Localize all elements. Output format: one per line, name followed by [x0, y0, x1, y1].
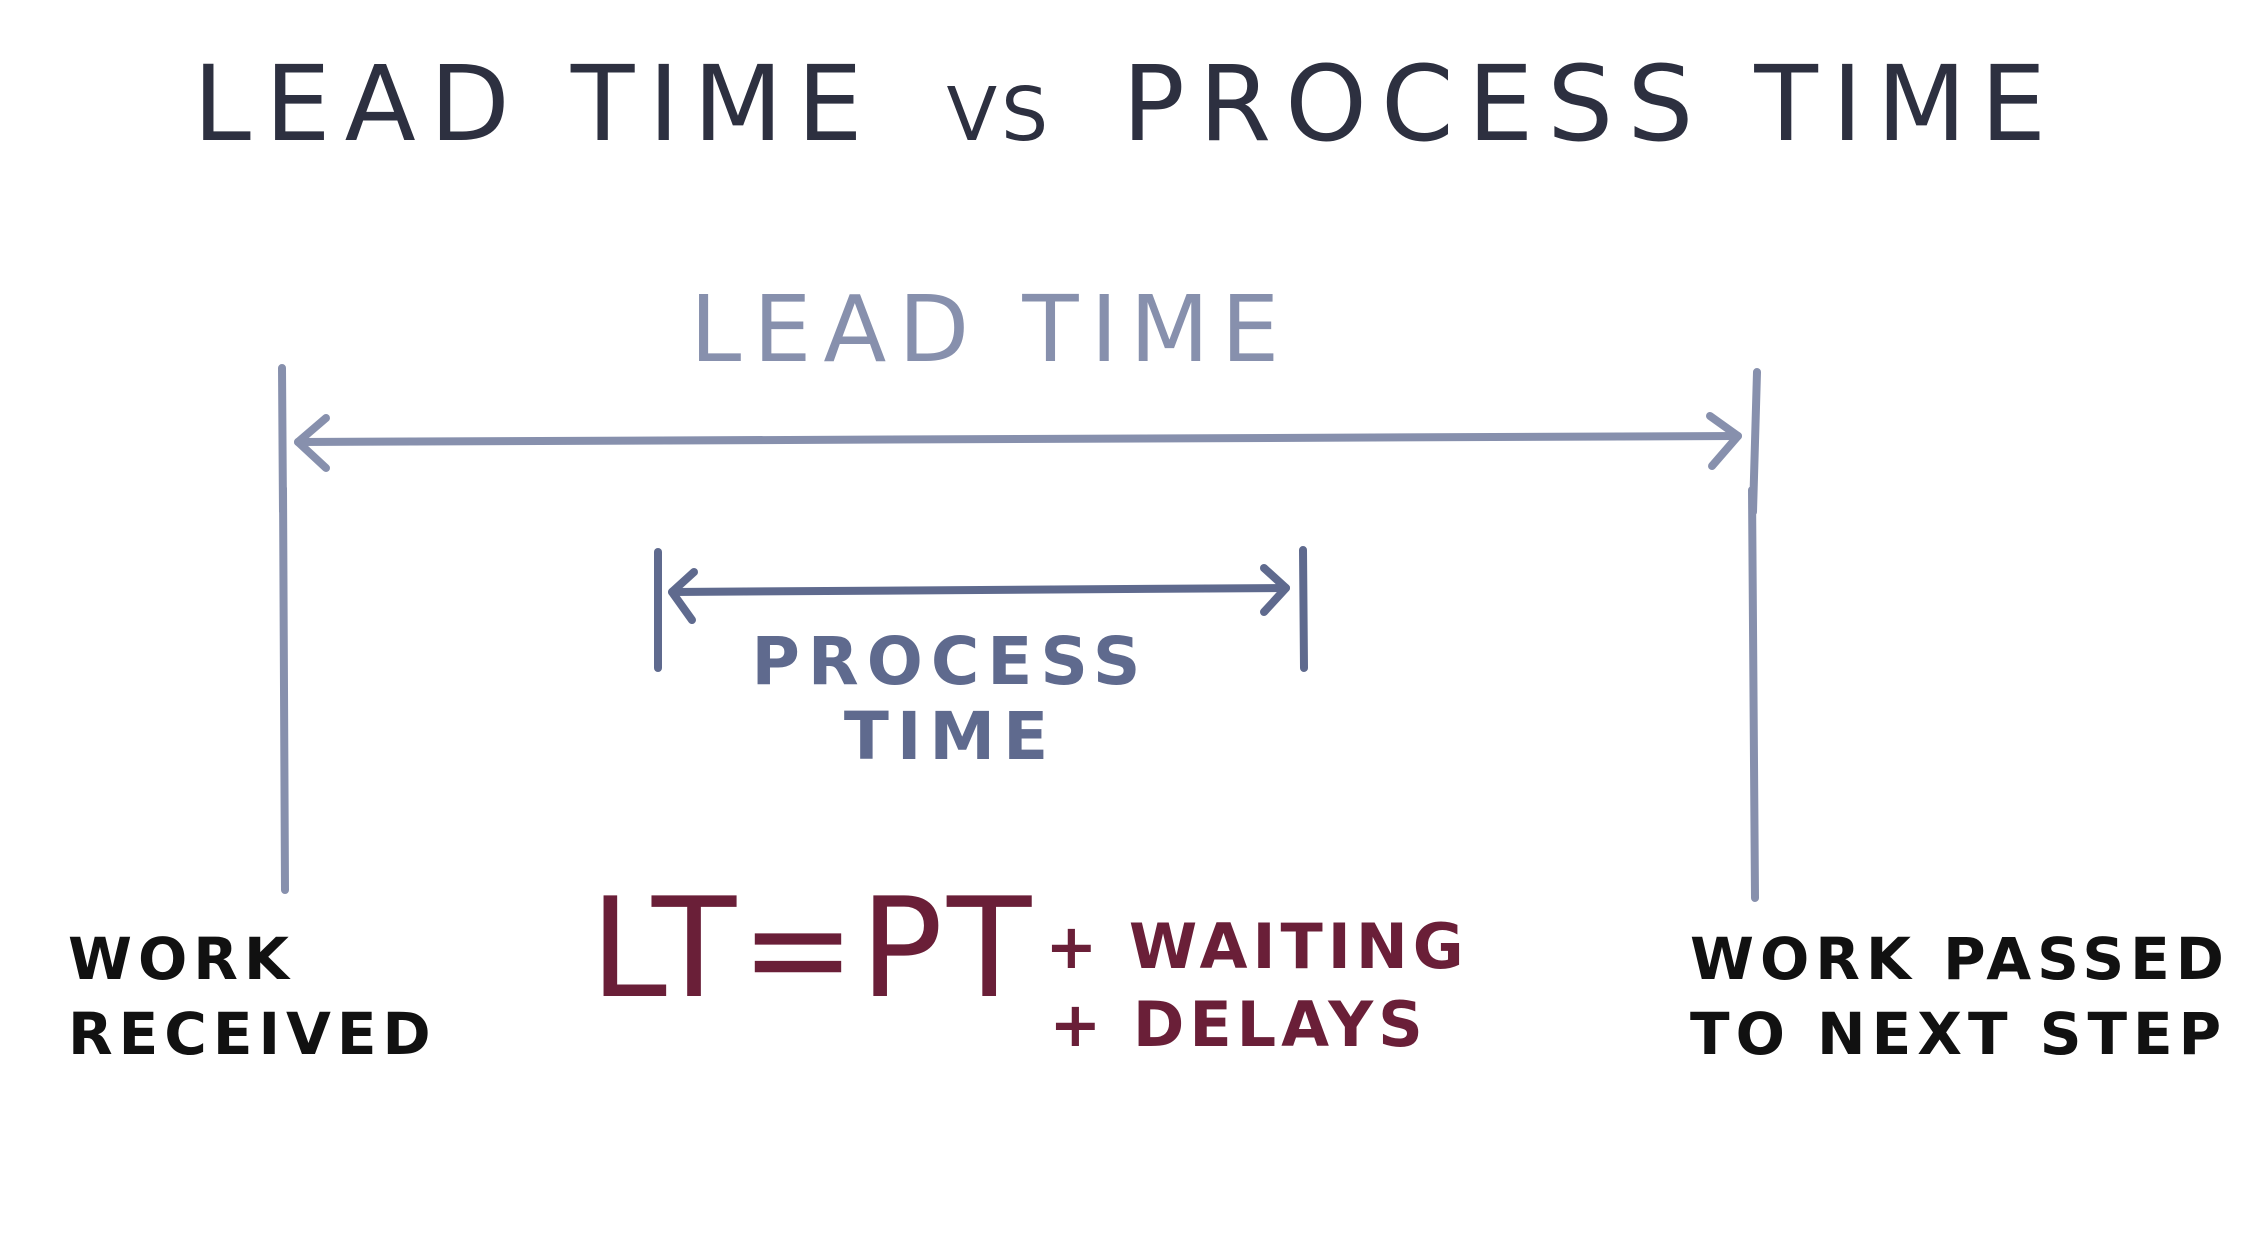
lead-time-arrow-right-head [1706, 412, 1742, 470]
process-time-label-line2: TIME [843, 698, 1057, 776]
title-vs: vs [946, 72, 1053, 158]
lead-time-arrow-left-head [294, 414, 330, 472]
lead-time-arrow-line [294, 432, 1742, 446]
process-time-arrow-right-head [1260, 564, 1290, 616]
process-time-label: PROCESS TIME [640, 623, 1260, 776]
work-received-label: WORK RECEIVED [68, 922, 437, 1073]
lead-time-label: LEAD TIME [690, 276, 1292, 383]
work-received-line1: WORK [68, 925, 295, 993]
title-lead-time: LEAD TIME [192, 43, 877, 165]
end-boundary-line [1748, 368, 1761, 902]
process-time-label-line1: PROCESS [751, 623, 1149, 700]
lead-time-formula: LT=PT+ WAITING+ DELAYS [590, 880, 1469, 1063]
process-end-boundary-line [1299, 546, 1308, 672]
diagram-title: LEAD TIMEvsPROCESS TIME [0, 52, 2253, 156]
start-boundary-line [278, 364, 289, 894]
formula-waiting-term: + WAITING [1045, 910, 1469, 983]
formula-delays-term: + DELAYS [1049, 987, 1428, 1061]
work-received-line2: RECEIVED [68, 1000, 437, 1069]
title-process-time: PROCESS TIME [1122, 43, 2061, 165]
work-passed-label: WORK PASSED TO NEXT STEP [1690, 922, 2230, 1073]
formula-terms: + WAITING+ DELAYS [1045, 908, 1468, 1063]
work-passed-line2: TO NEXT STEP [1690, 1000, 2228, 1069]
formula-lhs: LT=PT [590, 868, 1036, 1029]
process-time-arrow-line [668, 584, 1290, 596]
work-passed-line1: WORK PASSED [1690, 925, 2230, 993]
process-time-arrow-left-head [668, 568, 698, 624]
